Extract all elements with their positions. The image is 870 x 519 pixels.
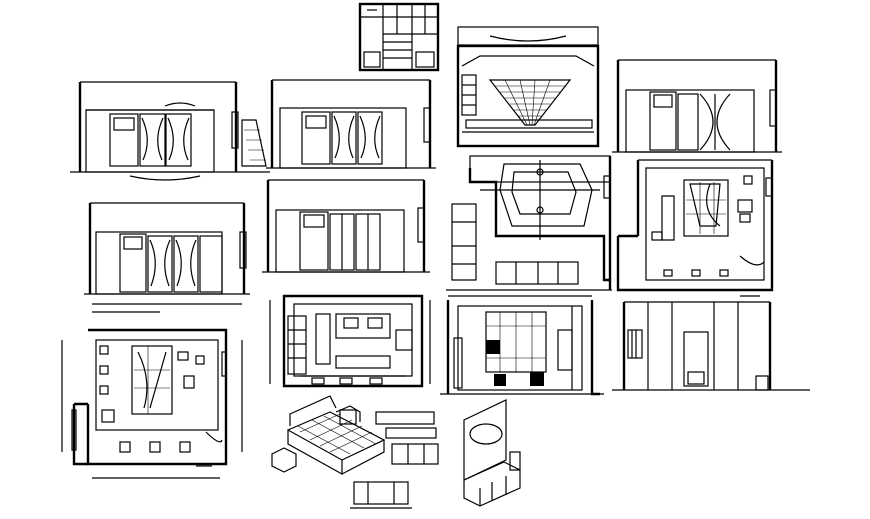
ceiling-plan-center: [446, 155, 612, 291]
ceiling-elevation-top: [456, 26, 600, 148]
furniture-layout: [269, 294, 431, 388]
bedroom-elevation-c: [84, 202, 250, 313]
bed-isometric: [271, 395, 386, 476]
bedroom-elevation-d: [262, 179, 430, 273]
detail-drawings: [339, 409, 439, 509]
wardrobe-elevation-small: [358, 2, 440, 72]
bedroom-elevation-a: [70, 81, 270, 181]
bedroom-elevation-b: [266, 79, 436, 169]
bedroom-elevation-e: [612, 59, 782, 153]
ceiling-plan-right: [616, 159, 774, 297]
wall-elevation-right: [612, 301, 810, 391]
floor-plan-left: [61, 328, 243, 479]
dresser-isometric: [463, 399, 521, 507]
wardrobe-section: [440, 295, 604, 396]
